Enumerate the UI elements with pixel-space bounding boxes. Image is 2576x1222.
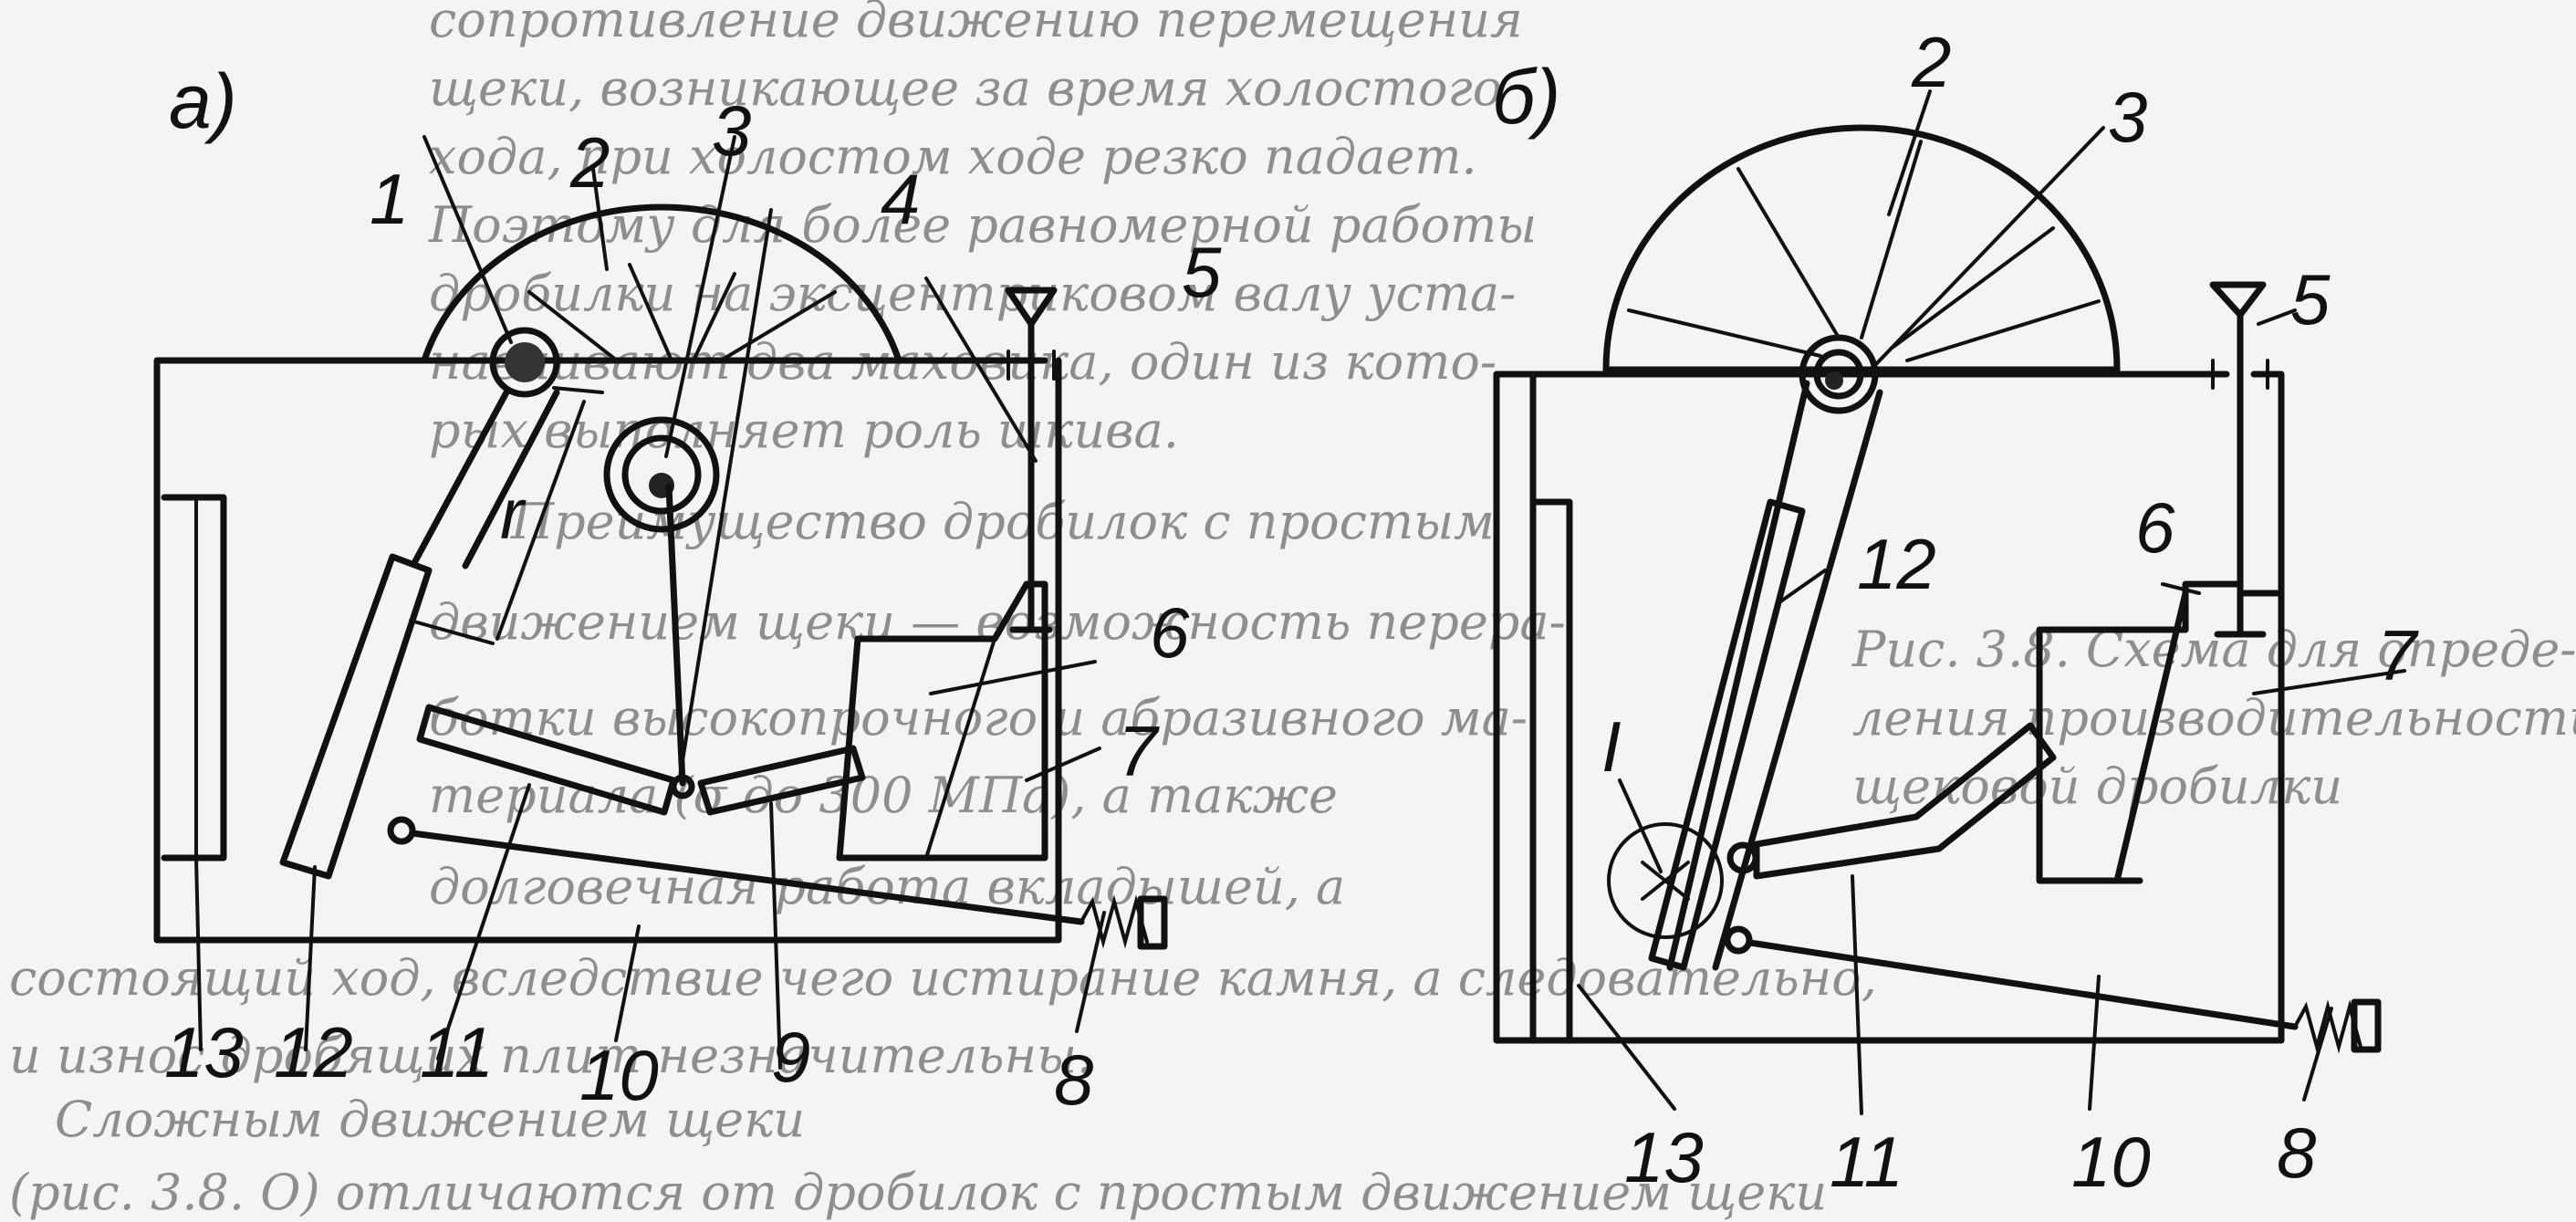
screw-nut [1006,350,1056,381]
label-b-I: I [1601,706,1622,787]
label-a-3: 3 [712,90,751,171]
wedge-split [2113,590,2189,884]
crushing-zone-I [1607,822,1724,939]
label-a-11: 11 [420,1012,494,1092]
bg-line: рых выполняет роль шкива. [429,402,1179,459]
label-a-12: 12 [274,1012,353,1092]
panel-a-title: а) [169,58,237,144]
label-b-8: 8 [2277,1112,2316,1193]
bg-line: Поэтому для более равномерной работы [428,196,1537,254]
bg-line: щеки, возникающее за время холостого [429,59,1502,117]
shaft-core [505,342,545,382]
label-b-7: 7 [2377,615,2419,695]
toggle-plate-11 [416,704,677,816]
flywheel [1602,124,2121,373]
bg-line: движением щеки — возможность перера- [429,593,1566,651]
label-a-10: 10 [579,1035,659,1115]
label-a-5: 5 [1182,232,1222,312]
zone-leader [1618,778,1663,873]
label-a-6: 6 [1150,592,1190,673]
toggle-plate-9 [697,745,866,816]
label-a-2: 2 [569,122,610,203]
bg-line: териала (σ до 300 МПа), а также [429,767,1338,824]
flywheel-spokes [527,263,837,362]
screw-handwheel [1005,287,1058,328]
spring [1079,894,1149,949]
bg-line: Преимущество дробилок с простым [510,493,1495,550]
spring-stop [2351,998,2382,1053]
movable-jaw-body [1666,380,1883,971]
background-text: сопротивление движению перемещения щеки,… [9,0,2576,1221]
label-a-9: 9 [771,1017,810,1097]
spring [2293,999,2362,1054]
label-b-2: 2 [1911,22,1951,102]
pivot-housing [603,416,720,533]
movable-jaw-plate [279,553,433,880]
leader-lines [194,135,1106,1070]
fixed-jaw [1529,371,1573,1044]
adjusting-block [2036,580,2285,884]
label-a-7: 7 [1118,711,1160,791]
label-b-10: 10 [2071,1122,2151,1202]
screw-nut [2211,359,2269,390]
label-a-8: 8 [1054,1039,1093,1120]
toggle-plate [1753,722,2057,880]
label-b-11: 11 [1830,1122,1903,1202]
eccentric-ring [1813,349,1864,400]
eccentric-housing [1799,334,1879,414]
bg-line: ботки высокопрочного и абразивного ма- [429,689,1528,747]
bg-line: (рис. 3.8. О) отличаются от дробилок с п… [9,1164,1827,1221]
toggle-hinge [1726,841,1759,874]
eccentric-axis [1825,371,1843,390]
bg-line: сопротивление движению перемещения [429,0,1523,48]
bg-line: дробилки на эксцентриковом валу уста- [429,265,1516,322]
label-b-6: 6 [2135,487,2175,568]
movable-jaw-plate [1648,498,1806,971]
panel-b-title: б) [1492,54,1560,140]
tie-rod [1747,939,2299,1030]
bg-line: и износ дробящих плит незначительны. [9,1027,1092,1084]
r-dimension-tick [552,386,604,394]
label-b-5: 5 [2290,259,2331,339]
crushing-zone-mark [1641,861,1690,901]
bg-line: хода, при холостом ходе резко падает. [429,128,1477,185]
label-b-13: 13 [1624,1117,1704,1197]
label-b-12: 12 [1857,524,1936,604]
label-a-4: 4 [881,159,920,239]
label-b-3: 3 [2108,77,2147,157]
hanger-rod [665,483,686,787]
screw-handwheel [2209,281,2267,319]
pivot-ring [621,434,702,515]
label-a-r: r [500,474,527,554]
r-dimension-tick [409,619,495,645]
bg-line: состоящий ход, вследствие чего истирание… [9,949,1877,1007]
label-a-13: 13 [164,1012,244,1092]
flywheel-spokes [1627,140,2101,362]
r-dimension-line [495,400,586,641]
tie-rod-eye [387,816,416,845]
fixed-jaw [161,494,227,862]
adjusting-screw [2214,311,2267,638]
bg-line: долговечная работа вкладышей, а [429,858,1345,915]
bg-caption-line: Рис. 3.8. Схема для опреде- [1851,621,2576,678]
label-a-1: 1 [370,159,409,239]
tie-rod-eye [1724,925,1753,955]
tie-rod [409,830,1085,925]
bg-caption-line: ления производительности ма- [1852,689,2576,747]
eccentric-shaft [489,327,560,398]
panel-a-simple-motion-crusher: а) [153,58,1222,1120]
adjusting-screw [1009,320,1053,633]
flywheel [421,204,902,364]
panel-b-complex-motion-crusher: б) 2 3 5 [1492,22,2419,1202]
leader-lines [1577,89,2406,1115]
spring-stop [1137,895,1168,950]
bg-line: Сложным движением щеки [55,1091,805,1148]
wedge-split [924,637,996,860]
connecting-rod [412,389,560,569]
